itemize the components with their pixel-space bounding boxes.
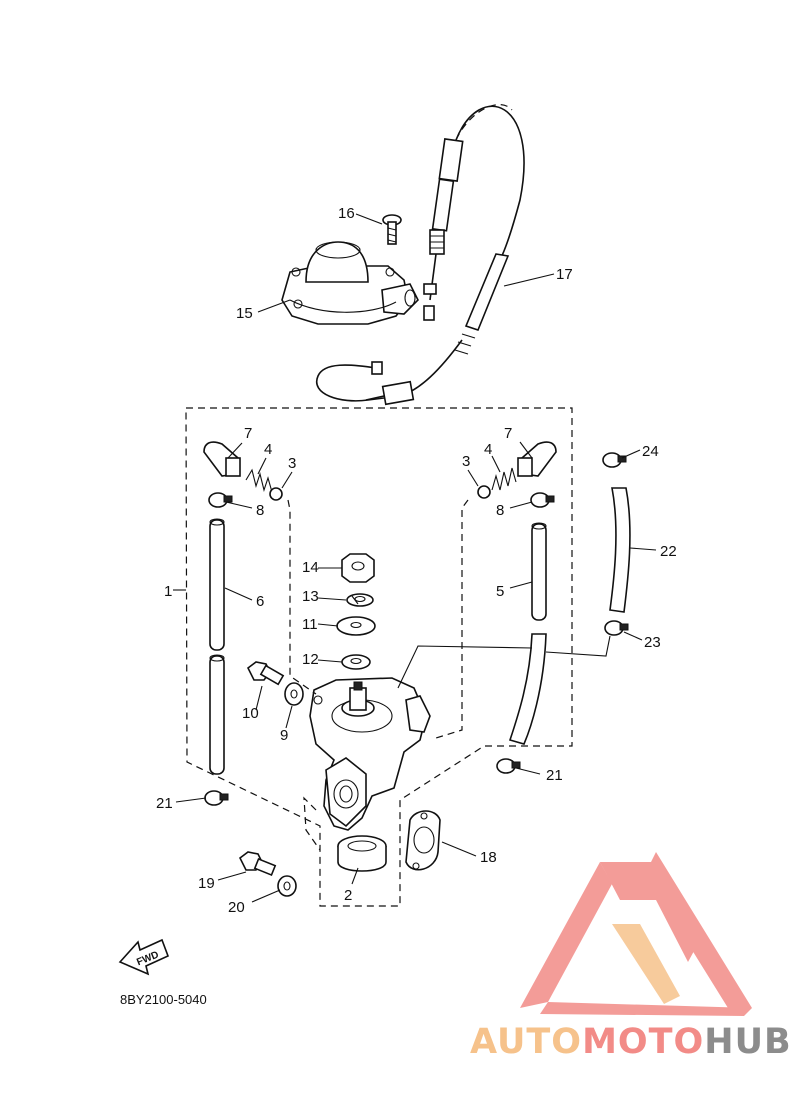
connector-lines: [287, 499, 611, 851]
callout-13: 13: [302, 588, 319, 605]
clamp-part-23: [604, 620, 629, 636]
cable-part-17: [315, 104, 525, 406]
clamp-right-21: [496, 758, 521, 774]
callout-4-left: 4: [264, 441, 272, 458]
callout-17: 17: [556, 266, 573, 283]
callout-9: 9: [280, 727, 288, 744]
callout-8-right: 8: [496, 502, 504, 519]
callout-1: 1: [164, 583, 172, 600]
assembly-boundary: [173, 407, 573, 907]
callout-4-right: 4: [484, 441, 492, 458]
hose-part-22: [609, 487, 631, 613]
screw-part-16: [382, 214, 402, 245]
spring-left-4: [245, 468, 273, 493]
pump-body: [309, 677, 431, 831]
callout-21-right: 21: [546, 767, 563, 784]
callout-3-left: 3: [288, 455, 296, 472]
callout-12: 12: [302, 651, 319, 668]
watermark-part-auto: AUTO: [470, 1022, 582, 1062]
callout-22: 22: [660, 543, 677, 560]
clamp-right-8: [530, 492, 555, 508]
lockwasher-part-13: [346, 593, 374, 607]
hose-left-6: [209, 518, 225, 775]
callout-21-left: 21: [156, 795, 173, 812]
callout-6: 6: [256, 593, 264, 610]
elbow-fitting-left-7: [203, 441, 241, 477]
watermark-logo: [520, 852, 752, 1016]
watermark-part-moto: MOTO: [582, 1022, 704, 1062]
diagram-code: 8BY2100-5040: [120, 992, 207, 1007]
seal-part-2: [337, 835, 387, 872]
callout-16: 16: [338, 205, 355, 222]
bolt-part-19: [238, 851, 277, 877]
callout-7-left: 7: [244, 425, 252, 442]
washer-part-11: [336, 616, 376, 636]
callout-11: 11: [302, 616, 318, 633]
ball-left-3: [269, 487, 283, 501]
clamp-part-24: [602, 452, 627, 468]
gasket-part-18: [405, 810, 441, 871]
bolt-part-10: [246, 661, 285, 686]
callout-3-right: 3: [462, 453, 470, 470]
callout-labels: 1 2 3 3 4 4 5 6 7 7 8 8 9 10 11 12 13 14…: [156, 205, 677, 916]
washer-part-20: [277, 875, 297, 897]
callout-24: 24: [642, 443, 659, 460]
callout-20: 20: [228, 899, 245, 916]
elbow-fitting-right-7: [517, 441, 557, 477]
callout-23: 23: [644, 634, 661, 651]
spring-right-4: [491, 467, 517, 491]
watermark-part-hub: HUB: [704, 1022, 791, 1062]
watermark-text: AUTOMOTOHUB: [470, 1022, 792, 1062]
callout-7-right: 7: [504, 425, 512, 442]
callout-15: 15: [236, 305, 253, 322]
ball-right-3: [477, 485, 491, 499]
washer-part-12: [341, 654, 371, 670]
callout-5: 5: [496, 583, 504, 600]
callout-10: 10: [242, 705, 259, 722]
nut-part-14: [341, 553, 375, 583]
callout-18: 18: [480, 849, 497, 866]
callout-14: 14: [302, 559, 319, 576]
clamp-left-8: [208, 492, 233, 508]
fwd-arrow-icon: FWD: [118, 938, 170, 976]
callout-2: 2: [344, 887, 352, 904]
washer-part-9: [284, 682, 304, 706]
clamp-bottom-left-21: [204, 790, 229, 806]
leader-lines: [175, 213, 657, 903]
callout-19: 19: [198, 875, 215, 892]
hose-right-5: [508, 522, 547, 745]
cover-part-15: [281, 241, 419, 325]
callout-8-left: 8: [256, 502, 264, 519]
